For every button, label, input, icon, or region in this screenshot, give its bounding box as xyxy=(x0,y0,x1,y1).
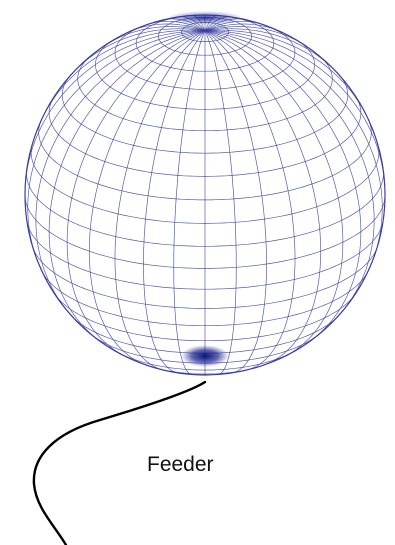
wireframe-sphere-icon xyxy=(25,11,385,375)
bottom-pole-feed-point xyxy=(181,345,229,367)
feeder-label: Feeder xyxy=(147,453,214,476)
top-pole-shading xyxy=(167,11,243,25)
